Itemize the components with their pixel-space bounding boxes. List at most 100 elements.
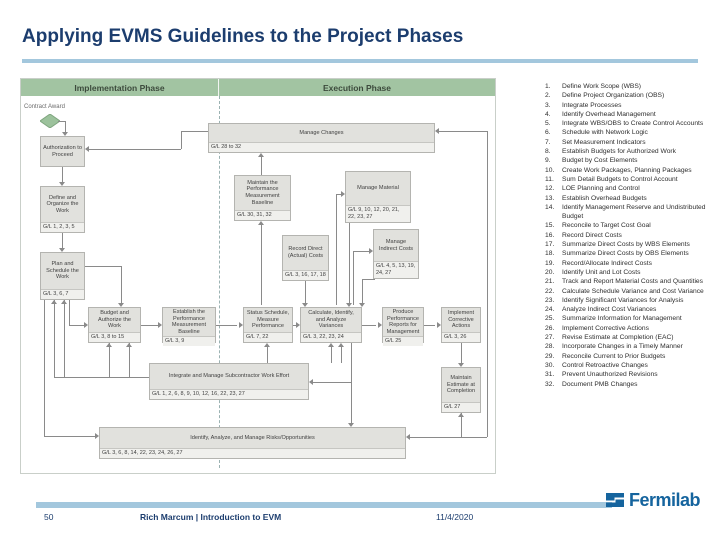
guideline-text: Record/Allocate Indirect Costs [562,259,652,267]
flow-box-manage-material: Manage Material G/L 9, 10, 12, 20, 21, 2… [345,171,411,223]
flow-box-label: Record Direct (Actual) Costs [287,246,324,260]
connector-line [181,131,182,149]
flow-box-risks: Identify, Analyze, and Manage Risks/Oppo… [99,427,406,459]
guideline-number: 24. [545,306,555,314]
connector-arrowhead [437,322,441,328]
guideline-text: Revise Estimate at Completion (EAC) [562,334,674,342]
guideline-text: Summarize Information for Management [562,315,682,323]
connector-arrowhead [85,146,89,152]
guideline-number: 2. [545,92,551,100]
page-title: Applying EVMS Guidelines to the Project … [22,26,464,47]
connector-line [267,347,268,363]
connector-arrowhead [264,343,270,347]
flow-box-calculate: Calculate, Identify, and Analyze Varianc… [300,307,362,343]
connector-line [69,325,84,326]
flow-box-guidelines: G/L 3, 16, 17, 18 [283,270,328,280]
guideline-text: Define Project Organization (OBS) [562,92,665,100]
connector-arrowhead [258,221,264,225]
flow-box-guidelines: G/L 3, 8 to 15 [89,332,140,342]
flow-box-establish-pmb: Establish the Performance Measurement Ba… [162,307,216,347]
flow-box-guidelines: G/L 1, 2, 6, 8, 9, 10, 12, 16, 22, 23, 2… [150,389,308,399]
connector-line [216,325,237,326]
connector-arrowhead [61,300,67,304]
connector-line [305,281,306,303]
connector-line [461,413,462,437]
flow-box-label: Integrate and Manage Subcontractor Work … [168,373,290,380]
guideline-item: 28.Incorporate Changes in a Timely Manne… [545,342,717,351]
guideline-item: 21.Track and Report Material Costs and Q… [545,277,717,286]
flow-box-guidelines: G/L 3, 26 [442,332,480,342]
guideline-item: 8.Establish Budgets for Authorized Work [545,147,717,156]
connector-line [410,437,487,438]
guideline-number: 15. [545,222,555,230]
guideline-number: 26. [545,324,555,332]
flow-box-authorization: Authorization to Proceed [40,136,85,167]
flow-box-manage-changes: Manage Changes G/L 28 to 32 [208,123,435,153]
connector-arrowhead [51,300,57,304]
guideline-item: 32.Document PMB Changes [545,380,717,389]
guideline-number: 13. [545,194,555,202]
connector-line [362,279,375,280]
flow-box-guidelines: G/L 3, 6, 7 [41,289,84,299]
guideline-item: 27.Revise Estimate at Completion (EAC) [545,333,717,342]
fermilab-logo-text: Fermilab [629,489,701,510]
connector-line [461,343,462,363]
guideline-item: 9.Budget by Cost Elements [545,156,717,165]
phase-divider-line [219,96,220,468]
guideline-number: 3. [545,101,551,109]
guideline-item: 10.Create Work Packages, Planning Packag… [545,166,717,175]
guideline-item: 19.Record/Allocate Indirect Costs [545,259,717,268]
flow-box-guidelines: G/L 25 [383,336,423,347]
flow-box-manage-indirect: Manage Indirect Costs G/L 4, 5, 13, 19, … [373,229,419,279]
guideline-text: Identify Overhead Management [562,110,656,118]
connector-arrowhead [84,322,88,328]
connector-line [293,325,296,326]
guideline-number: 10. [545,166,555,174]
connector-arrowhead [346,303,352,307]
connector-line [313,382,351,383]
connector-arrowhead [328,343,334,347]
flow-box-label: Maintain the Performance Measurement Bas… [245,179,280,206]
guideline-item: 4.Identify Overhead Management [545,110,717,119]
guideline-item: 13.Establish Overhead Budgets [545,194,717,203]
connector-arrowhead [338,343,344,347]
flow-box-guidelines: G/L 30, 31, 32 [235,210,290,220]
connector-arrowhead [341,191,345,197]
connector-line [64,300,65,377]
guideline-text: Set Measurement Indicators [562,138,646,146]
connector-line [349,223,350,303]
connector-line [336,194,337,305]
guideline-text: Identify Unit and Lot Costs [562,268,641,276]
guideline-text: Track and Report Material Costs and Quan… [562,278,703,286]
guideline-item: 26.Implement Corrective Actions [545,324,717,333]
connector-line [58,121,66,122]
connector-line [353,251,354,305]
connector-line [351,343,352,423]
guideline-item: 5.Integrate WBS/OBS to Create Control Ac… [545,119,717,128]
footer-date: 11/4/2020 [436,512,474,522]
guideline-number: 16. [545,231,555,239]
flowchart-panel: Implementation Phase Execution Phase Con… [20,78,496,474]
flow-box-produce-reports: Produce Performance Reports for Manageme… [382,307,424,347]
connector-arrowhead [59,182,65,186]
guideline-text: Prevent Unauthorized Revisions [562,371,658,379]
guideline-item: 11.Sum Detail Budgets to Control Account [545,175,717,184]
connector-line [109,343,110,377]
guideline-number: 14. [545,203,555,211]
connector-arrowhead [378,322,382,328]
connector-line [87,149,181,150]
flow-box-record-costs: Record Direct (Actual) Costs G/L 3, 16, … [282,235,329,281]
guideline-number: 23. [545,296,555,304]
guideline-number: 20. [545,268,555,276]
flow-box-guidelines: G/L 4, 5, 13, 19, 24, 27 [374,261,418,278]
flow-box-label: Plan and Schedule the Work [46,261,79,281]
connector-line [85,266,121,267]
flow-box-label: Maintain Estimate at Completion [446,375,476,395]
flow-box-status: Status Schedule, Measure Performance G/L… [243,307,293,343]
footer-credit: Rich Marcum | Introduction to EVM [140,512,282,522]
connector-arrowhead [296,322,300,328]
connector-line [439,131,487,132]
page-number: 50 [44,512,54,522]
flow-box-label: Implement Corrective Actions [447,310,475,330]
